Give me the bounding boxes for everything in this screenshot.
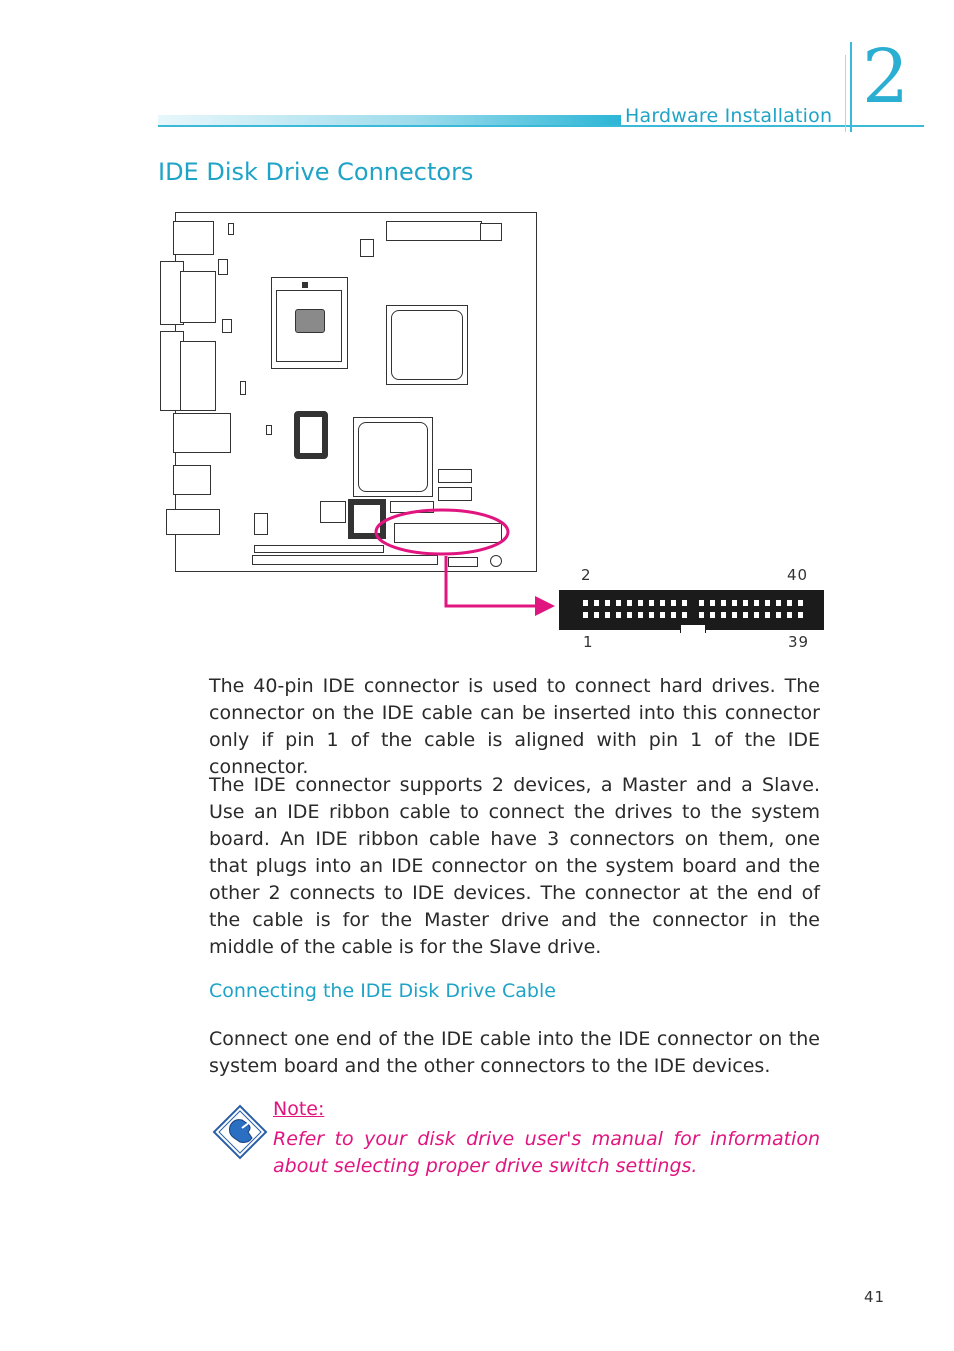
ide-pin (583, 612, 588, 618)
header-rule (158, 125, 924, 127)
ide-pin (776, 600, 781, 606)
header-gradient-bar (158, 115, 621, 125)
ide-pin (616, 600, 621, 606)
ide-pin (616, 612, 621, 618)
cpu-socket (271, 277, 348, 369)
ide-pin (787, 612, 792, 618)
southbridge-die (358, 422, 428, 492)
cpu-fan-connector (360, 239, 374, 257)
ide-pin (638, 600, 643, 606)
ide-pin (671, 600, 676, 606)
highlight-overlay (374, 508, 555, 616)
chapter-number: 2 (862, 34, 910, 120)
ide-pin (721, 612, 726, 618)
jumper (222, 319, 232, 333)
jumper (228, 223, 234, 235)
ide-pin (649, 612, 654, 618)
lan-port (173, 413, 231, 453)
note-title: Note: (273, 1098, 325, 1120)
ide-pin-grid (583, 600, 803, 618)
super-io-chip (294, 411, 328, 459)
ide-pin (765, 612, 770, 618)
super-io-die (299, 416, 323, 454)
subsection-title: Connecting the IDE Disk Drive Cable (209, 980, 556, 1002)
ide-pin (699, 612, 704, 618)
sata-connector-2 (438, 487, 472, 501)
ide-pin (649, 600, 654, 606)
fan-connector (480, 223, 502, 241)
chapter-line-inner (845, 55, 846, 132)
serial-port (180, 271, 216, 323)
ide-pin (743, 612, 748, 618)
socket-lever (302, 282, 308, 288)
ide-pin (776, 612, 781, 618)
ide-pin (798, 600, 803, 606)
pin-label-40: 40 (787, 566, 809, 584)
ide-pin (660, 612, 665, 618)
ide-pin (682, 612, 687, 618)
pin-label-2: 2 (581, 566, 592, 584)
sata-connector-1 (438, 469, 472, 483)
northbridge-chip (386, 305, 468, 385)
jumper-block (448, 557, 478, 567)
ide-pin (743, 600, 748, 606)
ide-pin (798, 612, 803, 618)
ide-pin (765, 600, 770, 606)
audio-jack (166, 509, 220, 535)
pci-slot (252, 555, 438, 565)
highlight-ellipse (374, 508, 510, 556)
cpu-socket-inner (276, 290, 342, 362)
ide-pin (594, 600, 599, 606)
body-paragraph-1: The 40-pin IDE connector is used to conn… (209, 675, 820, 778)
battery (490, 555, 502, 567)
jumper (240, 381, 246, 395)
usb-header (254, 513, 268, 535)
ide-pin (583, 600, 588, 606)
jumper (218, 259, 228, 275)
note-hand-icon (212, 1104, 268, 1160)
pointer-line (444, 556, 540, 608)
jumper (266, 425, 272, 435)
usb-port (173, 465, 211, 495)
pin-label-1: 1 (583, 633, 594, 651)
pci-slot-top (254, 545, 384, 553)
ide-pin (710, 600, 715, 606)
chapter-line (850, 42, 852, 132)
ide-pin (721, 600, 726, 606)
ide-pin (732, 612, 737, 618)
pin-label-39: 39 (788, 633, 810, 651)
ide-pin (594, 612, 599, 618)
ide-pin (627, 612, 632, 618)
note-text: Refer to your disk drive user's manual f… (273, 1128, 820, 1177)
ide-pin (754, 612, 759, 618)
northbridge-die (391, 310, 463, 380)
ide-pin (754, 600, 759, 606)
ide-connector-onboard (394, 523, 502, 543)
vga-port (180, 341, 216, 411)
ide-pin (605, 600, 610, 606)
body-paragraph-2: The IDE connector supports 2 devices, a … (209, 774, 820, 958)
rear-io-port (173, 221, 214, 255)
subsection-paragraph: Connect one end of the IDE cable into th… (209, 1028, 820, 1077)
ide-pin (732, 600, 737, 606)
ide-pin (787, 600, 792, 606)
atx-power-connector (386, 221, 482, 241)
ide-pin (682, 600, 687, 606)
cpu-die (295, 309, 325, 333)
pointer-arrowhead (535, 596, 555, 616)
page-title: IDE Disk Drive Connectors (158, 158, 474, 186)
ide-pin (605, 612, 610, 618)
ide-pin (627, 600, 632, 606)
ide-pin (710, 612, 715, 618)
ide-connector-enlarged (559, 590, 824, 630)
ide-pin (660, 600, 665, 606)
southbridge-chip (353, 417, 433, 497)
ide-connector-key-notch (680, 625, 706, 633)
header-section-name: Hardware Installation (625, 105, 833, 127)
page-number: 41 (864, 1288, 886, 1306)
ide-pin (638, 612, 643, 618)
ide-pin (699, 600, 704, 606)
front-panel-header (320, 501, 346, 523)
ide-pin (671, 612, 676, 618)
